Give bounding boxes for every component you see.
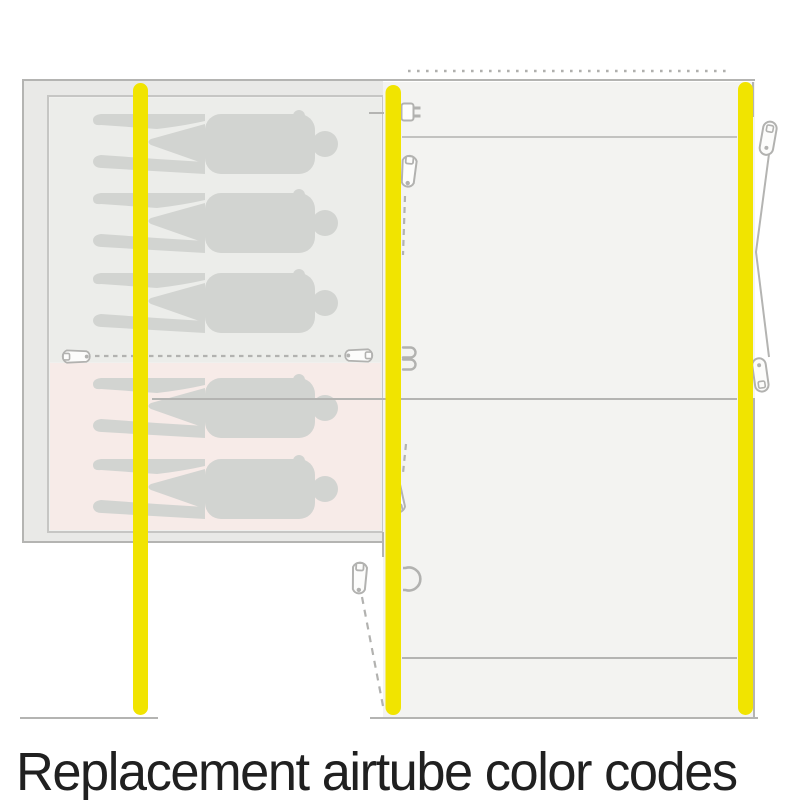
zipper-pull-icon [61, 349, 91, 364]
page-title: Replacement airtube color codes [16, 742, 738, 800]
electric-hookup-icon [400, 102, 421, 122]
airtube-floorplan-diagram [20, 69, 779, 719]
hardware-icons [61, 102, 779, 595]
strap-point-icon [757, 119, 779, 157]
d-ring-icon [403, 566, 422, 592]
guy-line [754, 153, 770, 358]
zipper-pull-icon [399, 154, 419, 189]
zip-line-middle [401, 443, 408, 474]
zipper-pull-icon [344, 348, 374, 363]
clip-icon [401, 346, 417, 371]
zip-line-door [360, 596, 385, 707]
zipper-dashed-lines [95, 195, 408, 707]
structure-seam-lines [20, 79, 770, 719]
replacement-airtubes [133, 82, 753, 715]
airtube-left [133, 83, 148, 715]
airtube-center [385, 85, 401, 715]
zipper-pull-icon [350, 561, 369, 595]
zip-line-top [401, 195, 407, 256]
airtube-right [738, 82, 753, 715]
